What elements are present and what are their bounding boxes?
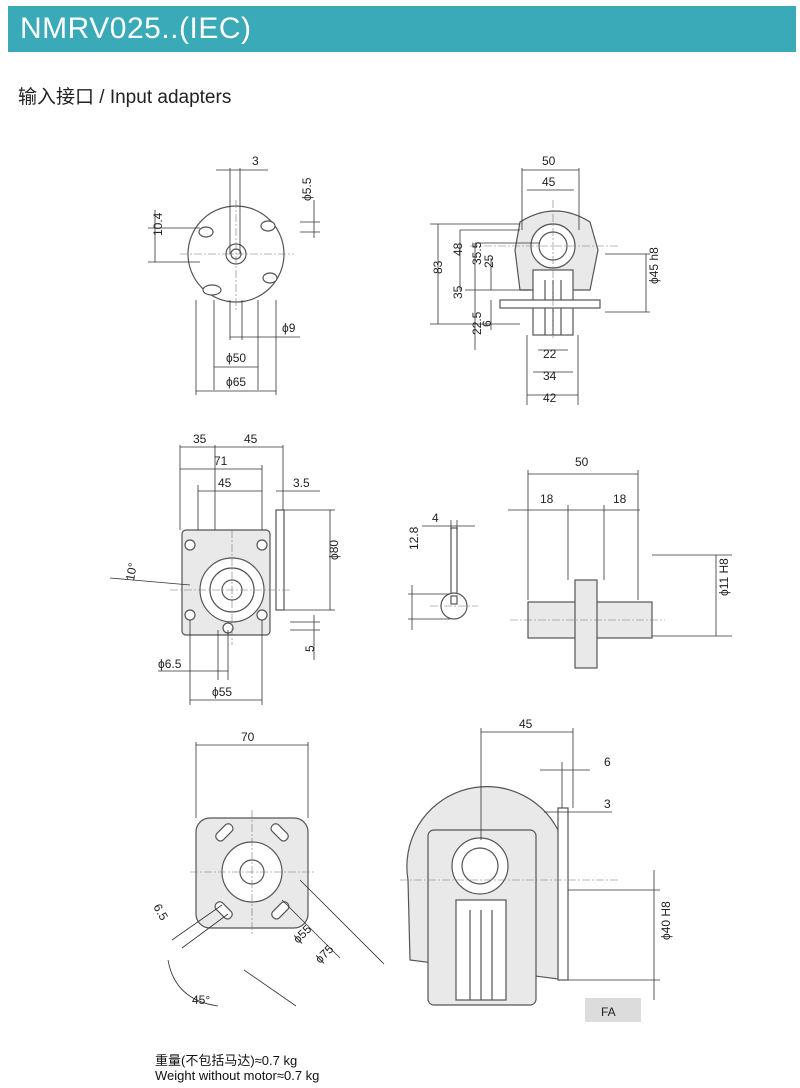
dim-42: 42: [543, 391, 557, 405]
fa-view: 45 6 3 ϕ40 H8 FA: [400, 717, 673, 1022]
flange-slot: [270, 823, 289, 842]
bolt-hole: [256, 609, 268, 621]
dim-45-inner: 45: [218, 476, 232, 490]
dim-18-left: 18: [540, 492, 554, 506]
dim-5: 5: [303, 645, 317, 652]
flange-slot: [215, 823, 234, 842]
flange-slot: [271, 901, 290, 920]
flange-slot: [262, 272, 278, 284]
bolt-hole: [184, 539, 196, 551]
dim-phi55: ϕ55: [212, 685, 232, 699]
flange-slot: [202, 284, 222, 296]
key-bar: [450, 527, 458, 601]
dim-45: 45: [519, 717, 533, 731]
dim-70: 70: [241, 730, 255, 744]
dim-35-5: 35.5: [470, 241, 484, 265]
weight-en: Weight without motor≈0.7 kg: [155, 1068, 320, 1083]
gearbox-flange: [275, 509, 285, 611]
weight-note: 重量(不包括马达)≈0.7 kg Weight without motor≈0.…: [155, 1053, 319, 1083]
fa-flange: [557, 807, 569, 981]
dim-3: 3: [604, 797, 611, 811]
weight-cn: 重量(不包括马达)≈0.7 kg: [155, 1053, 298, 1068]
dim-83: 83: [431, 260, 445, 274]
shaft-detail-view: 50 18 18 ϕ11 H8: [508, 455, 732, 669]
dim-50: 50: [575, 455, 589, 469]
dim-phi75: ϕ75: [312, 942, 336, 966]
header-bar: NMRV025..(IEC): [8, 6, 796, 52]
dim-phi65: ϕ65: [226, 375, 246, 389]
dim-4: 4: [432, 511, 439, 525]
key-detail-view: 4 12.8: [407, 511, 478, 630]
dim-3: 3: [252, 154, 259, 168]
base-plate: [499, 299, 601, 309]
dim-6: 6: [604, 755, 611, 769]
fa-label-box: [585, 998, 641, 1022]
dim-12-8: 12.8: [407, 526, 421, 550]
dim-35: 35: [193, 432, 207, 446]
flange-bottom-view: 6.5 70 ϕ55 ϕ75 45°: [150, 730, 385, 1007]
key-slot: [450, 595, 458, 605]
dim-6-5: 6.5: [150, 901, 171, 923]
fa-bore: [461, 847, 499, 885]
dim-45: 45: [542, 175, 556, 189]
dim-10-deg: 10°: [123, 561, 140, 582]
dim-phi80: ϕ80: [327, 540, 341, 560]
dim-22-5: 22.5: [470, 311, 484, 335]
bolt-hole: [256, 539, 268, 551]
dim-phi45-h8: ϕ45 h8: [647, 247, 661, 284]
dim-22: 22: [543, 347, 557, 361]
dim-48: 48: [451, 242, 465, 256]
dim-phi11-h8: ϕ11 H8: [717, 558, 731, 596]
dim-34: 34: [543, 369, 557, 383]
page-title: NMRV025..(IEC): [20, 12, 252, 45]
bolt-hole: [184, 609, 196, 621]
dim-50: 50: [542, 154, 556, 168]
dim-71: 71: [214, 454, 228, 468]
dim-45-top: 45: [244, 432, 258, 446]
dim-phi5-5: ϕ5.5: [300, 177, 314, 201]
dim-phi40-h8: ϕ40 H8: [659, 901, 673, 940]
dim-25: 25: [482, 254, 496, 268]
fa-label: FA: [601, 1005, 616, 1019]
dim-18-right: 18: [613, 492, 627, 506]
dim-10-4: 10.4: [151, 212, 165, 236]
side-view: 50 45 83 48 35.5 25 35 22.5 6 ϕ45 h8 22 …: [430, 154, 661, 405]
dim-45-deg: 45°: [192, 993, 210, 1007]
gearbox-front-view: 35 45 71 45 3.5 ϕ80 10° 5 ϕ6.5 ϕ55: [109, 432, 341, 705]
flange-front-view: 3 10.4 ϕ5.5 ϕ9 ϕ50 ϕ65: [148, 154, 320, 395]
dim-3-5: 3.5: [293, 476, 310, 490]
shaft-collar: [574, 579, 598, 669]
dim-phi6-5: ϕ6.5: [158, 657, 182, 671]
section-subtitle: 输入接口 / Input adapters: [18, 87, 232, 108]
flange-slot: [260, 220, 276, 232]
dim-phi9: ϕ9: [282, 321, 296, 335]
dim-phi50: ϕ50: [226, 351, 246, 365]
flange-slot: [198, 226, 214, 238]
dim-6: 6: [480, 320, 494, 327]
dim-35: 35: [451, 285, 465, 299]
flange-slot: [214, 901, 233, 920]
